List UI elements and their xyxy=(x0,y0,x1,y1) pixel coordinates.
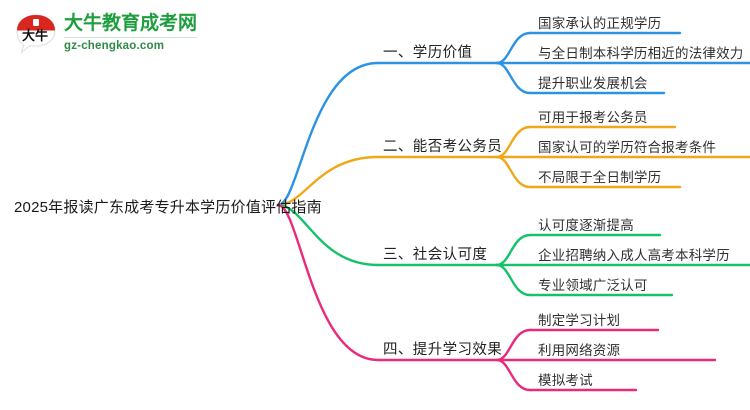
branch-4-child-2[interactable]: 利用网络资源 xyxy=(538,343,621,358)
branch-2-child-2[interactable]: 国家认可的学历符合报考条件 xyxy=(538,140,717,155)
branch-3-lines xyxy=(276,203,750,297)
branch-3-child-3[interactable]: 专业领域广泛认可 xyxy=(538,278,648,293)
svg-text:大牛: 大牛 xyxy=(22,28,48,44)
branch-1-child-2[interactable]: 与全日制本科学历相近的法律效力 xyxy=(538,46,744,61)
branch-1-lines xyxy=(276,31,750,207)
logo-text-group: 大牛教育成考网 gz-chengkao.com xyxy=(64,12,198,53)
branch-1-node[interactable]: 一、学历价值 xyxy=(383,45,473,61)
branch-2-child-3[interactable]: 不局限于全日制学历 xyxy=(538,170,662,185)
branch-2-lines xyxy=(276,125,750,207)
branch-4-child-1[interactable]: 制定学习计划 xyxy=(538,313,621,328)
branch-4-lines xyxy=(276,203,717,392)
branch-2-child-1[interactable]: 可用于报考公务员 xyxy=(538,110,648,125)
daniu-speech-bubble-logo-icon: 大牛 xyxy=(14,11,58,55)
branch-3-child-2[interactable]: 企业招聘纳入成人高考本科学历 xyxy=(538,248,730,263)
branch-3-child-1[interactable]: 认可度逐渐提高 xyxy=(538,218,634,233)
branch-2-node[interactable]: 二、能否考公务员 xyxy=(383,139,503,155)
logo-subtitle: gz-chengkao.com xyxy=(64,36,198,53)
mindmap-root-node[interactable]: 2025年报读广东成考专升本学历价值评估指南 xyxy=(14,199,322,216)
branch-4-child-3[interactable]: 模拟考试 xyxy=(538,373,593,388)
branch-1-child-1[interactable]: 国家承认的正规学历 xyxy=(538,16,662,31)
branch-4-node[interactable]: 四、提升学习效果 xyxy=(383,342,503,358)
logo-title: 大牛教育成考网 xyxy=(64,12,198,34)
branch-1-child-3[interactable]: 提升职业发展机会 xyxy=(538,76,648,91)
site-logo: 大牛 大牛教育成考网 gz-chengkao.com xyxy=(14,8,204,58)
branch-3-node[interactable]: 三、社会认可度 xyxy=(383,247,488,263)
